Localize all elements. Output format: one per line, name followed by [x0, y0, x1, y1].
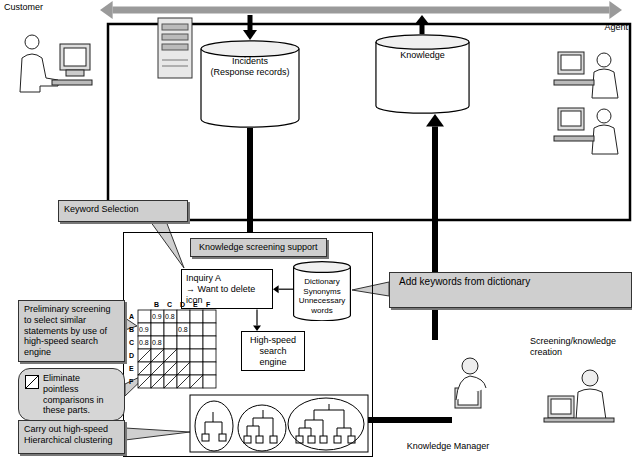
dictionary-cylinder: DictionarySynonymsUnnecessary words	[293, 261, 351, 321]
node-title: Carry out high-speed Hierarchical cluste…	[24, 424, 119, 446]
node-title: Inquiry A	[186, 273, 268, 284]
callout-box: Eliminate pointless comparisons in these…	[18, 368, 125, 421]
manager-figure	[455, 358, 486, 408]
callout-box: Add keywords from dictionary	[389, 272, 632, 308]
column-label: D	[180, 301, 185, 308]
callout-box: Keyword Selection	[58, 200, 188, 222]
node-title: Knowledge Manager	[407, 441, 490, 452]
node-text: Unnecessary words	[295, 296, 349, 315]
screening-figure	[544, 370, 614, 422]
node-title: Incidents	[202, 56, 298, 67]
customer-figure	[20, 35, 92, 92]
node-title: Dictionary	[295, 277, 349, 287]
node-title: Agent	[604, 22, 628, 33]
actor-customer: Customer	[4, 2, 100, 100]
callout-box: Carry out high-speed Hierarchical cluste…	[18, 420, 125, 454]
connector	[273, 285, 293, 293]
column-label: C	[167, 301, 172, 308]
connector	[100, 1, 622, 19]
process-box: High-speed search engine	[241, 331, 305, 371]
node-title: Knowledge screening support	[190, 238, 327, 257]
callout-box: Preliminary screening to select similar …	[18, 300, 125, 362]
actor-agent: Agent	[548, 22, 628, 167]
node-text: → Want to delete icon	[186, 284, 268, 306]
cylinder-outline	[200, 40, 300, 128]
connector	[253, 309, 261, 331]
hatch-icon	[25, 375, 39, 389]
node-title: Preliminary screening to select similar …	[24, 304, 119, 358]
row-label: E	[129, 365, 134, 372]
matrix-value: 0.8	[152, 339, 162, 346]
node-text: Synonyms	[295, 287, 349, 297]
column-label: F	[206, 301, 210, 308]
node-title: High-speed search engine	[246, 335, 300, 367]
node-title: Keyword Selection	[64, 204, 182, 215]
column-label: B	[154, 301, 159, 308]
agent-figures	[554, 52, 618, 154]
database-cylinder: Knowledge	[375, 34, 470, 114]
node-title: Knowledge	[377, 50, 468, 61]
database-cylinder: Incidents(Response records)	[200, 40, 300, 128]
actor-manager: Knowledge Manager	[400, 340, 496, 452]
node-title: Customer	[4, 2, 100, 13]
node-text: (Response records)	[202, 67, 298, 78]
column-label: E	[193, 301, 198, 308]
connector	[250, 128, 251, 232]
row-label: D	[129, 352, 134, 359]
matrix-value: 0.8	[139, 339, 149, 346]
actor-screening: Screening/knowledge creation	[530, 336, 630, 376]
row-label: B	[129, 326, 134, 333]
matrix-value: 0.9	[152, 313, 162, 320]
node-title: Screening/knowledge creation	[530, 336, 630, 358]
similarity-matrix	[138, 310, 216, 388]
row-label: F	[129, 378, 133, 385]
node-title: Eliminate pointless comparisons in these…	[43, 373, 118, 416]
row-label: A	[129, 313, 134, 320]
matrix-value: 0.9	[139, 326, 149, 333]
server-icon	[158, 18, 192, 78]
cylinder-outline	[375, 34, 470, 114]
clustering-box	[190, 395, 368, 452]
node-title: Add keywords from dictionary	[395, 276, 626, 288]
matrix-value: 0.8	[165, 313, 175, 320]
row-label: C	[129, 339, 134, 346]
matrix-value: 0.8	[178, 326, 188, 333]
